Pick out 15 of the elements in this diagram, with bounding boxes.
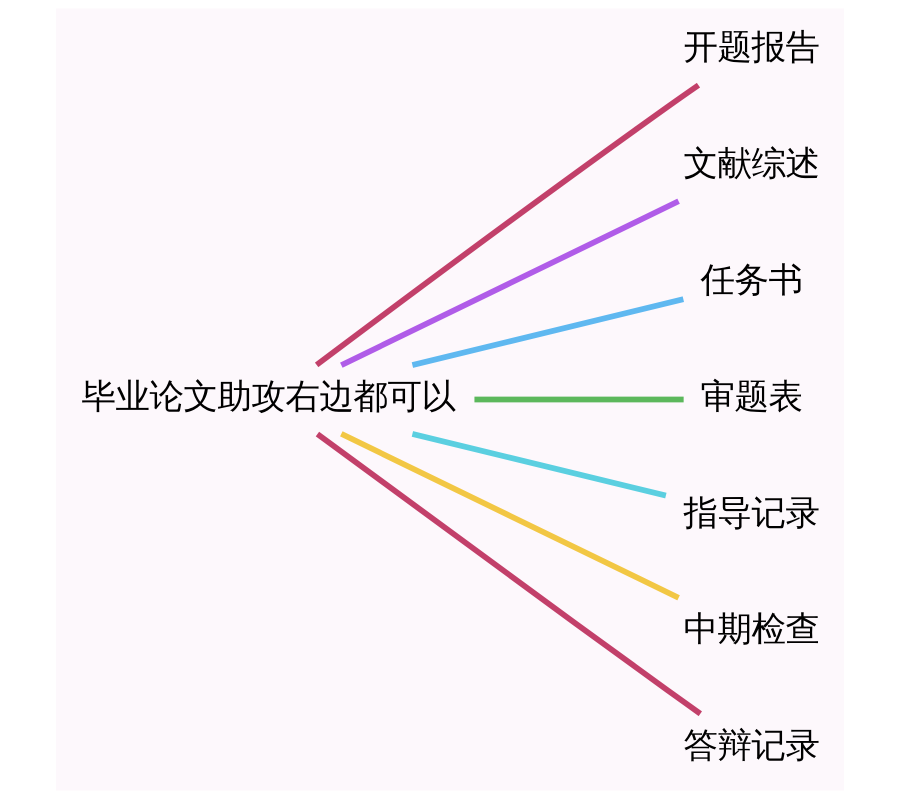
node-text: 答辩记录	[683, 726, 820, 766]
node-text: 审题表	[700, 376, 802, 417]
connector	[412, 296, 684, 368]
connector	[474, 396, 684, 402]
node-text: 文献综述	[683, 144, 820, 184]
connector	[316, 432, 702, 716]
node-text: 任务书	[700, 260, 802, 301]
connector	[314, 82, 700, 368]
node-text: 毕业论文助攻右边都可以	[82, 376, 456, 417]
connector	[412, 431, 667, 498]
connector	[340, 198, 680, 368]
node-text: 开题报告	[683, 28, 820, 68]
node-text: 中期检查	[683, 610, 820, 650]
connector	[340, 431, 680, 600]
node-text: 指导记录	[683, 493, 820, 534]
